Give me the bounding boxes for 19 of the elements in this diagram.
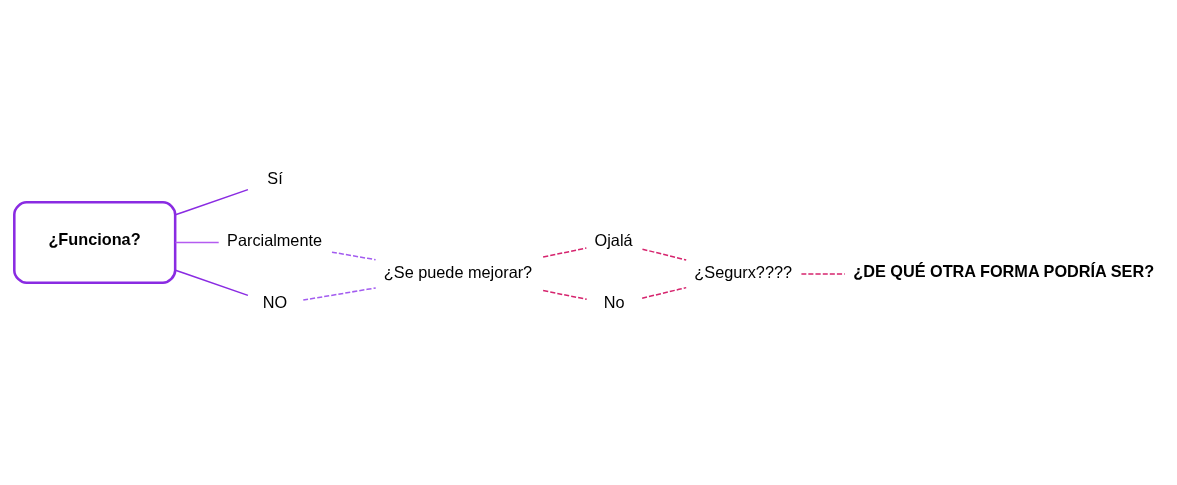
node-text: ¿Se puede mejorar? xyxy=(383,262,533,281)
node-text: Parcialmente xyxy=(227,231,323,250)
node-text: ¿DE QUÉ OTRA FORMA PODRÍA SER? xyxy=(853,261,1155,280)
connector xyxy=(174,188,249,216)
node-text: Sí xyxy=(267,169,283,188)
connector xyxy=(331,251,377,261)
connector xyxy=(174,269,249,297)
node-text: Ojalá xyxy=(594,231,633,250)
connector xyxy=(800,273,846,275)
connector xyxy=(542,289,588,301)
connector xyxy=(641,286,687,299)
node-text: ¿Segurx???? xyxy=(694,262,793,281)
connector xyxy=(641,248,687,261)
connector xyxy=(302,287,377,301)
connector xyxy=(542,247,588,258)
node-text: No xyxy=(603,293,625,312)
node-box: ¿Funciona? xyxy=(13,201,177,284)
node-text: NO xyxy=(262,293,288,312)
connector xyxy=(174,241,220,244)
